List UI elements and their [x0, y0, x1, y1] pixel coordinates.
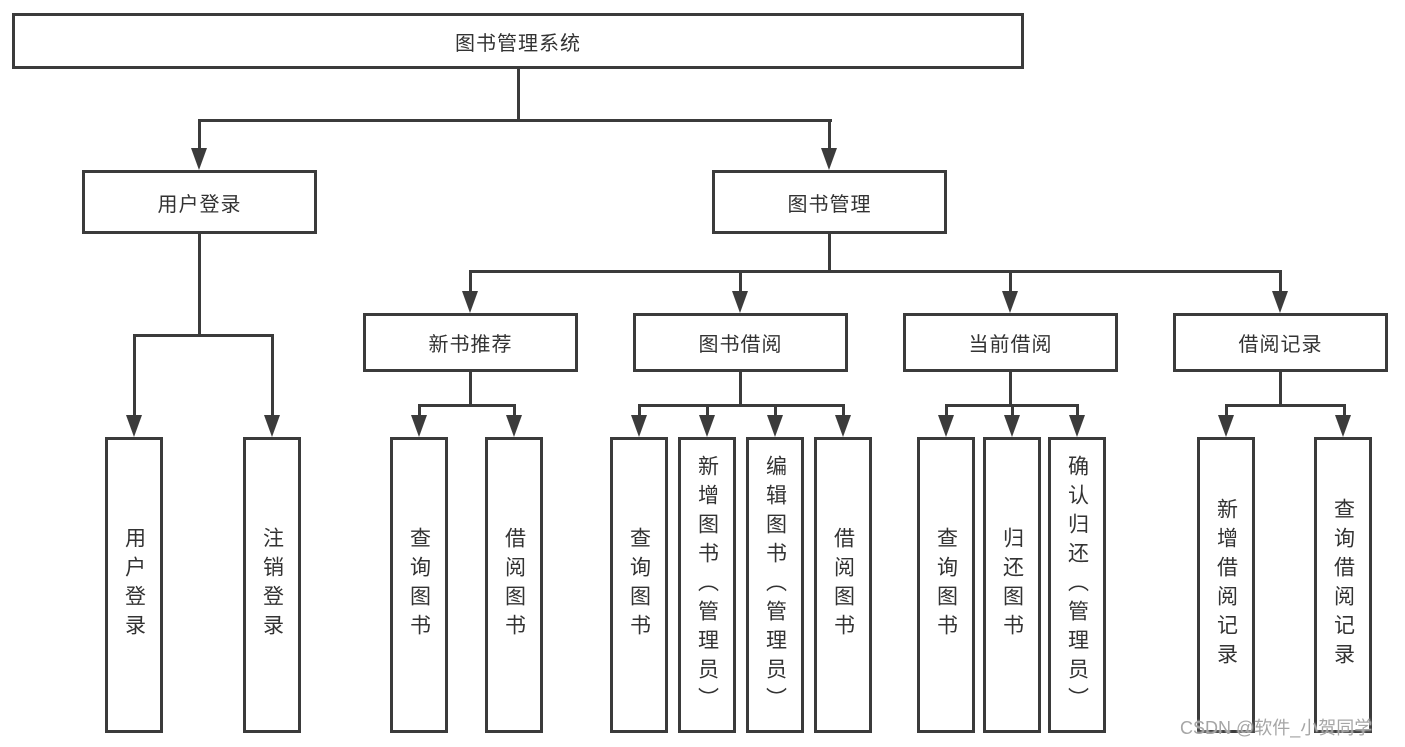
node-new-book-recommend-label: 新书推荐	[428, 334, 513, 356]
leaf-query-books-borrow: 查询图书	[610, 437, 668, 733]
arrowhead-icon	[1004, 415, 1020, 437]
arrowhead-icon	[1335, 415, 1351, 437]
arrowhead-icon	[767, 415, 783, 437]
leaf-borrow-books-newbook: 借阅图书	[485, 437, 543, 733]
connector-line	[828, 234, 831, 273]
connector-line	[1343, 404, 1346, 418]
node-root: 图书管理系统	[12, 13, 1024, 69]
arrowhead-icon	[1002, 291, 1018, 313]
connector-line	[517, 69, 520, 122]
arrowhead-icon	[699, 415, 715, 437]
leaf-query-books-current: 查询图书	[917, 437, 975, 733]
leaf-add-borrow-record: 新增借阅记录	[1197, 437, 1255, 733]
arrowhead-icon	[126, 415, 142, 437]
leaf-query-borrow-record-label: 查询借阅记录	[1331, 498, 1355, 672]
connector-line	[706, 404, 709, 418]
connector-line	[469, 372, 472, 407]
connector-line	[1225, 404, 1228, 418]
connector-line	[271, 334, 274, 419]
leaf-query-borrow-record: 查询借阅记录	[1314, 437, 1372, 733]
node-new-book-recommend: 新书推荐	[363, 313, 578, 372]
connector-line	[133, 334, 274, 337]
connector-line	[1279, 270, 1282, 295]
connector-line	[1009, 372, 1012, 407]
leaf-confirm-return-admin: 确认归还（管理员）	[1048, 437, 1106, 733]
arrowhead-icon	[938, 415, 954, 437]
connector-line	[1225, 404, 1346, 407]
leaf-borrow-books-newbook-label: 借阅图书	[502, 527, 526, 643]
arrowhead-icon	[462, 291, 478, 313]
connector-line	[774, 404, 777, 418]
connector-line	[198, 119, 832, 122]
leaf-borrow-books-borrow-label: 借阅图书	[831, 527, 855, 643]
connector-line	[469, 270, 472, 295]
node-book-management: 图书管理	[712, 170, 947, 234]
connector-line	[418, 404, 421, 418]
arrowhead-icon	[1218, 415, 1234, 437]
connector-line	[198, 119, 201, 150]
arrowhead-icon	[835, 415, 851, 437]
connector-line	[828, 119, 831, 150]
connector-line	[739, 270, 742, 295]
node-root-label: 图书管理系统	[455, 32, 581, 55]
leaf-query-books-newbook: 查询图书	[390, 437, 448, 733]
connector-line	[842, 404, 845, 418]
connector-line	[638, 404, 845, 407]
connector-line	[1279, 372, 1282, 407]
arrowhead-icon	[191, 148, 207, 170]
node-current-borrow: 当前借阅	[903, 313, 1118, 372]
node-borrow-records: 借阅记录	[1173, 313, 1388, 372]
arrowhead-icon	[1272, 291, 1288, 313]
connector-line	[1076, 404, 1079, 418]
connector-line	[198, 234, 201, 337]
leaf-edit-book-admin: 编辑图书（管理员）	[746, 437, 804, 733]
node-user-login-label: 用户登录	[157, 193, 242, 216]
node-current-borrow-label: 当前借阅	[968, 334, 1053, 356]
connector-line	[739, 372, 742, 407]
leaf-query-books-newbook-label: 查询图书	[407, 527, 431, 643]
leaf-add-borrow-record-label: 新增借阅记录	[1214, 498, 1238, 672]
node-user-login: 用户登录	[82, 170, 317, 234]
node-book-borrow: 图书借阅	[633, 313, 848, 372]
leaf-add-book-admin-label: 新增图书（管理员）	[695, 454, 719, 716]
leaf-user-login: 用户登录	[105, 437, 163, 733]
arrowhead-icon	[631, 415, 647, 437]
leaf-add-book-admin: 新增图书（管理员）	[678, 437, 736, 733]
connector-line	[1011, 404, 1014, 418]
leaf-query-books-borrow-label: 查询图书	[627, 527, 651, 643]
connector-line	[945, 404, 948, 418]
arrowhead-icon	[506, 415, 522, 437]
leaf-return-books-label: 归还图书	[1000, 527, 1024, 643]
node-book-borrow-label: 图书借阅	[698, 334, 783, 356]
connector-line	[638, 404, 641, 418]
node-borrow-records-label: 借阅记录	[1238, 334, 1323, 356]
leaf-logout-login: 注销登录	[243, 437, 301, 733]
connector-line	[469, 270, 1282, 273]
arrowhead-icon	[821, 148, 837, 170]
node-book-management-label: 图书管理	[787, 193, 872, 216]
connector-line	[513, 404, 516, 418]
connector-line	[418, 404, 516, 407]
leaf-confirm-return-admin-label: 确认归还（管理员）	[1065, 454, 1089, 716]
leaf-query-books-current-label: 查询图书	[934, 527, 958, 643]
connector-line	[1009, 270, 1012, 295]
arrowhead-icon	[1069, 415, 1085, 437]
arrowhead-icon	[264, 415, 280, 437]
leaf-return-books: 归还图书	[983, 437, 1041, 733]
leaf-borrow-books-borrow: 借阅图书	[814, 437, 872, 733]
leaf-edit-book-admin-label: 编辑图书（管理员）	[763, 454, 787, 716]
leaf-logout-login-label: 注销登录	[260, 527, 284, 643]
connector-line	[133, 334, 136, 419]
csdn-watermark: CSDN @软件_小贺同学	[1180, 718, 1373, 738]
leaf-user-login-label: 用户登录	[122, 527, 146, 643]
arrowhead-icon	[732, 291, 748, 313]
arrowhead-icon	[411, 415, 427, 437]
